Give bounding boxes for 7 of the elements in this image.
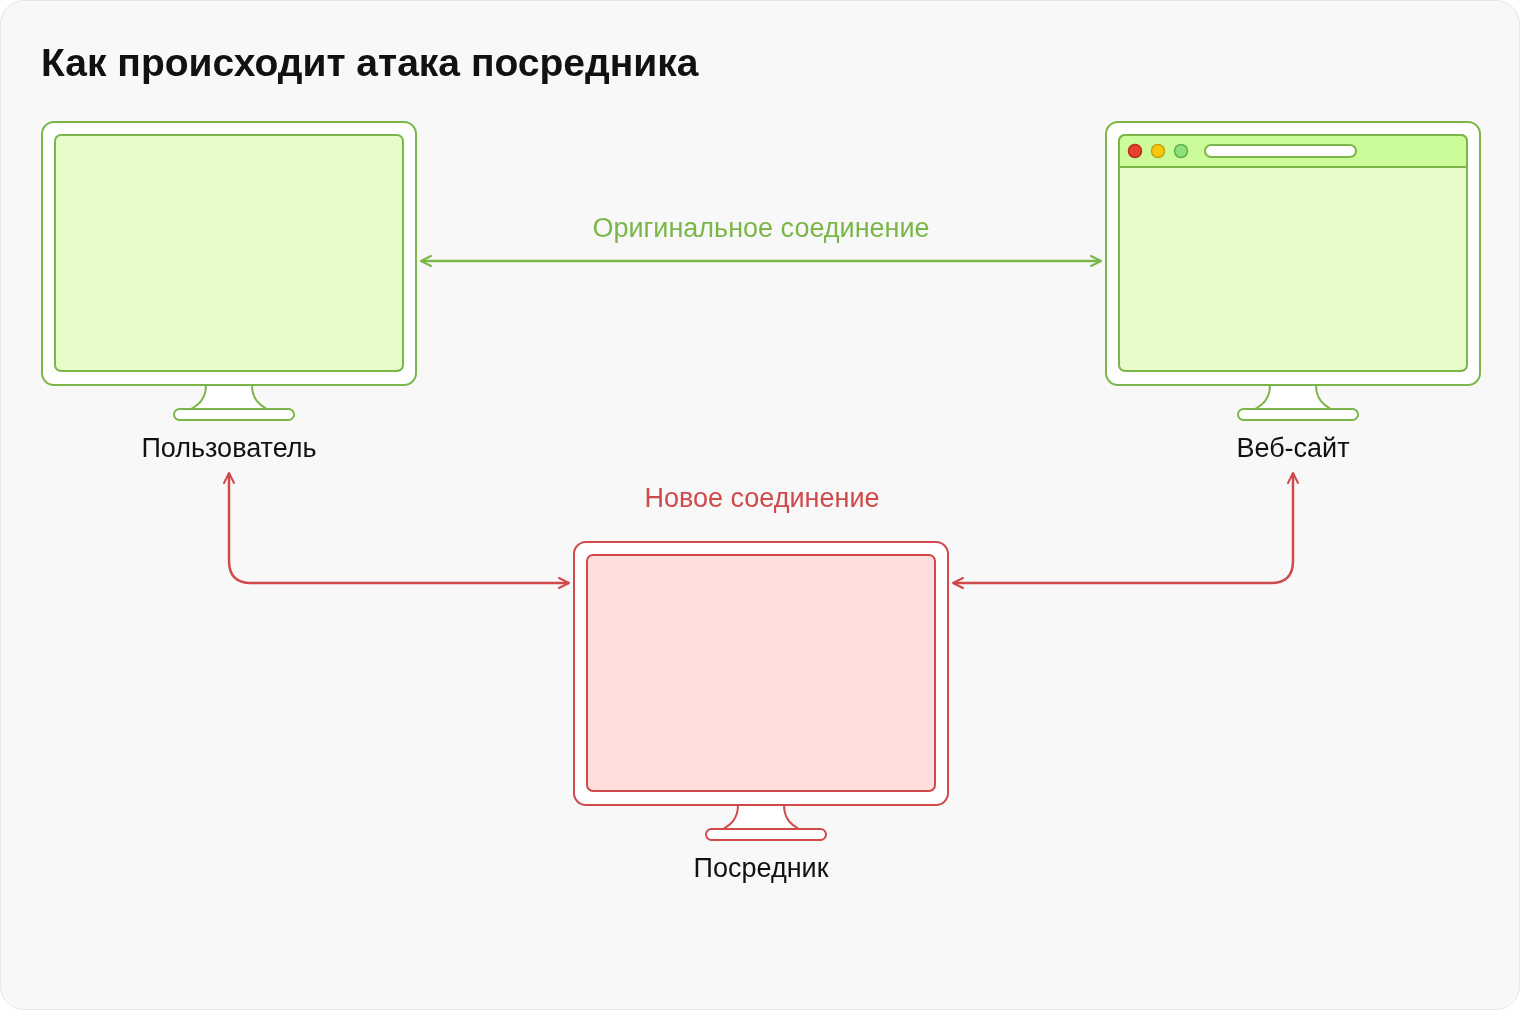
title: Как происходит атака посредника	[41, 41, 699, 85]
node-caption: Посредник	[693, 853, 829, 884]
double-arrow	[420, 255, 1102, 267]
node-caption: Пользователь	[141, 433, 317, 464]
double-arrow	[952, 472, 1299, 589]
double-arrow	[223, 472, 570, 589]
node-caption: Веб-сайт	[1236, 433, 1350, 464]
